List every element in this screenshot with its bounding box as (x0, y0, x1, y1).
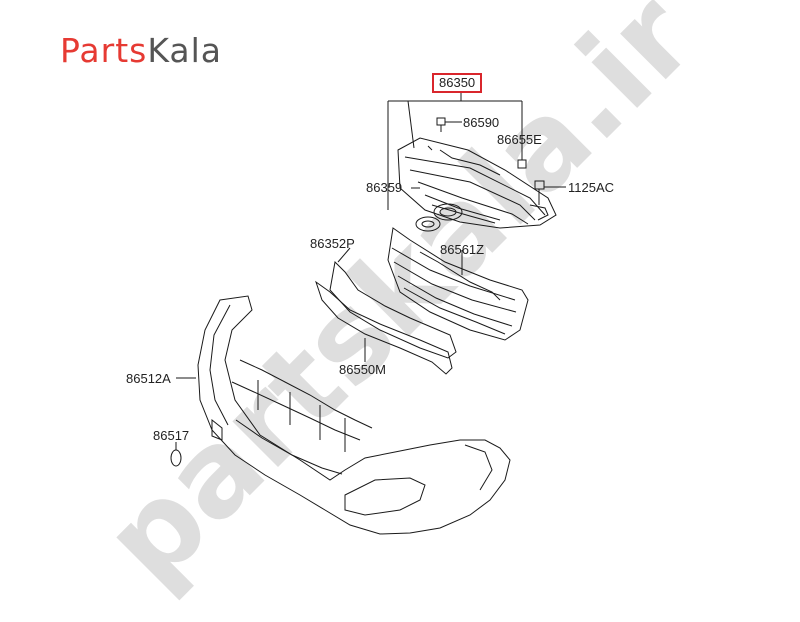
watermark-text: partskala.ir (77, 0, 719, 610)
part-label-86352P[interactable]: 86352P (310, 236, 355, 251)
screw-86590 (436, 117, 462, 132)
part-label-1125AC[interactable]: 1125AC (568, 180, 615, 195)
part-label-86350[interactable]: 86350 (432, 73, 483, 93)
part-label-86655E[interactable]: 86655E (497, 132, 542, 147)
bolt-1125AC (534, 180, 566, 205)
molding-86550M (315, 280, 453, 375)
part-label-86590[interactable]: 86590 (463, 115, 500, 130)
part-label-86550M[interactable]: 86550M (339, 362, 386, 377)
partskala-logo: PartsKala (60, 31, 223, 70)
molding-86352P (329, 247, 457, 359)
emblem-86359 (415, 216, 441, 232)
front-bumper-86512A (176, 295, 511, 535)
clip-86655E (517, 159, 527, 169)
bracket-86350 (387, 91, 523, 210)
part-label-86561Z[interactable]: 86561Z (440, 242, 485, 257)
part-label-86517[interactable]: 86517 (153, 428, 190, 443)
radiator-grille-assembly (397, 137, 557, 229)
cover-86517 (170, 442, 182, 467)
part-label-86512A[interactable]: 86512A (126, 371, 171, 386)
lower-grille-86561Z (387, 227, 529, 341)
part-label-86359[interactable]: 86359 (366, 180, 403, 195)
